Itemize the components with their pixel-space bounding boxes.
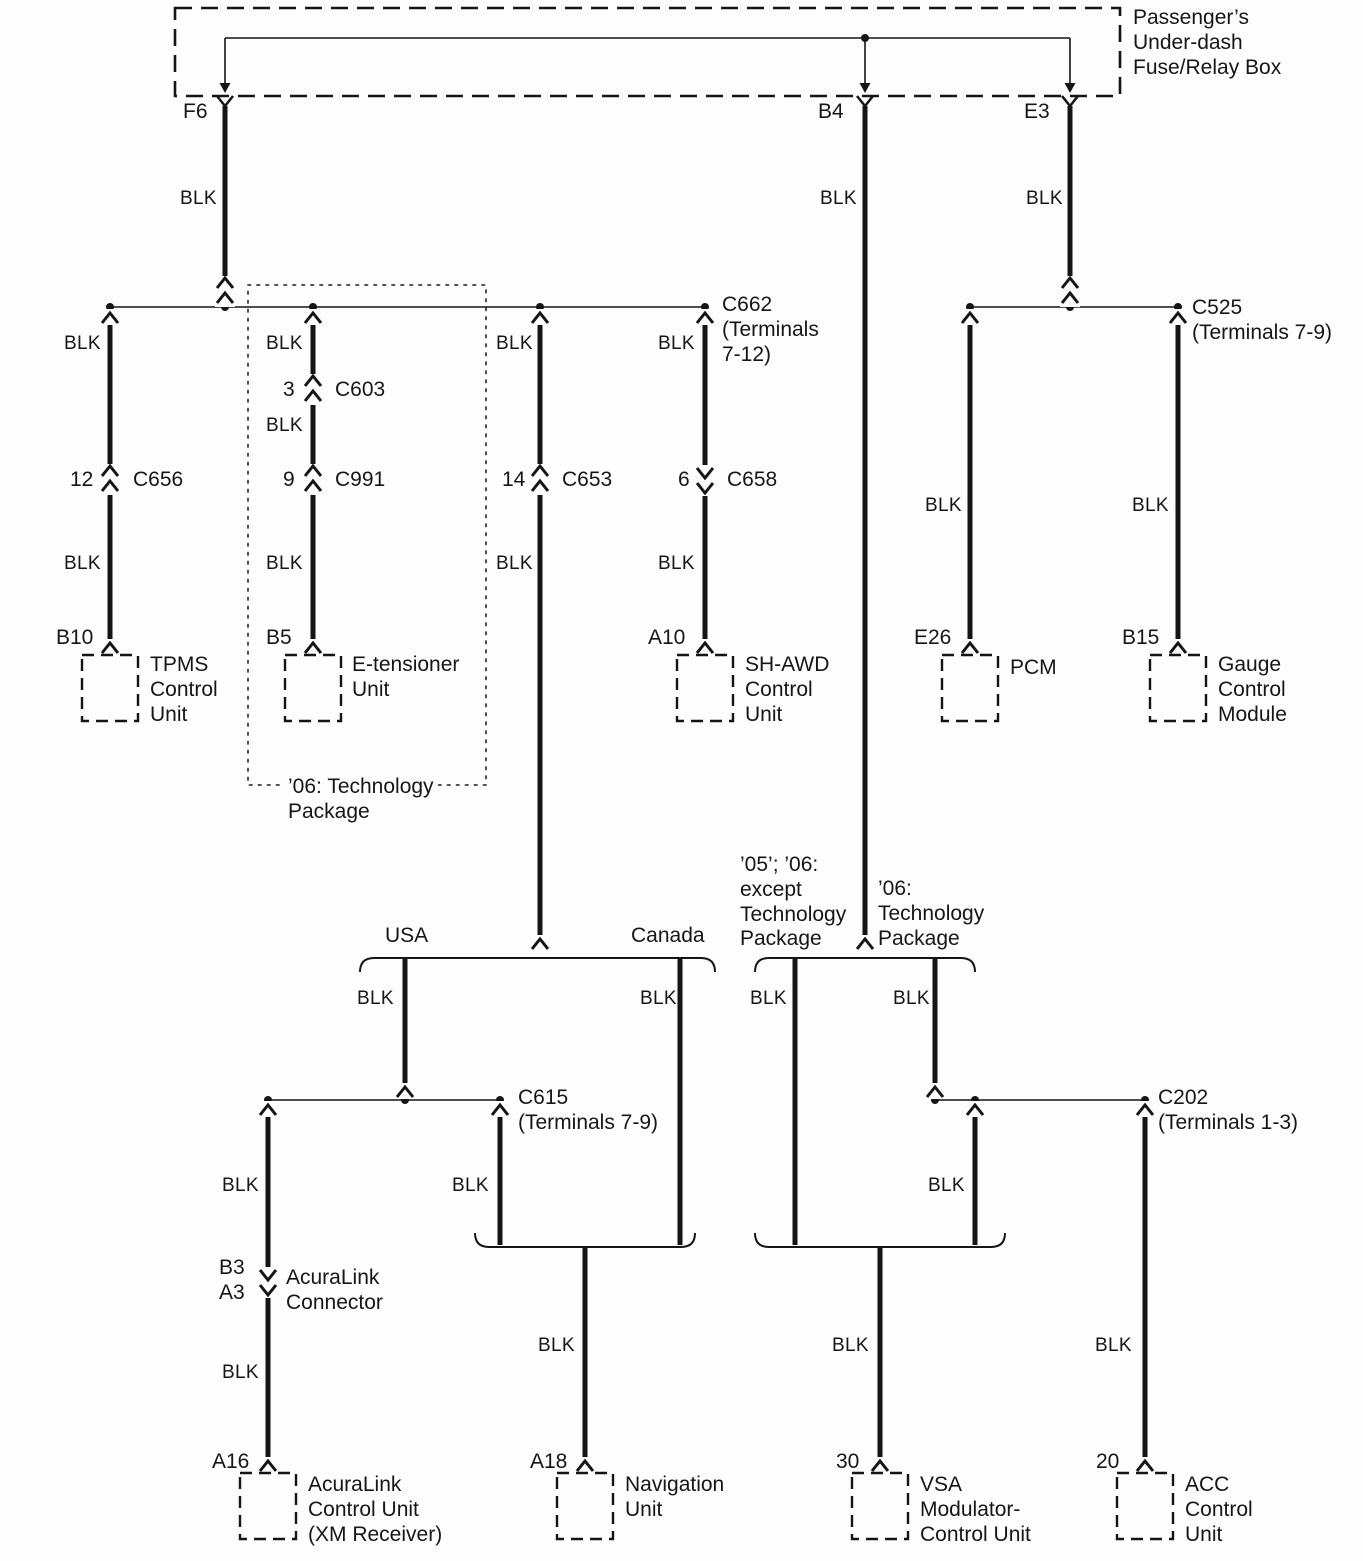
pin-acc: 20	[1096, 1450, 1120, 1473]
wire-color-label: BLK	[1095, 1335, 1132, 1356]
variant-canada: Canada	[631, 924, 705, 947]
box-acuralink-cu	[238, 1471, 298, 1541]
fuse-box-label: Passenger’s Under-dash Fuse/Relay Box	[1133, 6, 1282, 79]
fuse-relay-box-group	[173, 6, 1122, 108]
wire-color-label: BLK	[893, 988, 930, 1009]
pin-gauge: B15	[1122, 626, 1160, 649]
connector-pin-c656: 12	[70, 468, 94, 491]
box-shawd	[675, 653, 735, 723]
wire-color-label: BLK	[180, 188, 217, 209]
box-gauge	[1148, 653, 1208, 723]
box-acc	[1115, 1471, 1175, 1541]
wire-color-label: BLK	[64, 333, 101, 354]
connector-name-c991: C991	[335, 468, 386, 491]
component-boxes	[80, 653, 1208, 1541]
component-acc: ACC Control Unit	[1185, 1473, 1253, 1546]
pin-shawd: A10	[648, 626, 686, 649]
connector-pin-c653: 14	[502, 468, 526, 491]
wire-color-label: BLK	[538, 1335, 575, 1356]
pin-tpms: B10	[56, 626, 94, 649]
pin-b4: B4	[818, 100, 844, 123]
split-variants	[754, 957, 976, 973]
tech-package-boundary	[247, 284, 487, 786]
wire-color-label: BLK	[658, 553, 695, 574]
variant-tech: ’06: Technology Package	[878, 877, 985, 950]
pin-f6: F6	[183, 100, 208, 123]
component-etensioner: E-tensioner Unit	[352, 653, 460, 701]
wire-color-label: BLK	[452, 1175, 489, 1196]
split-usa-canada	[359, 957, 716, 973]
wire-color-label: BLK	[832, 1335, 869, 1356]
wire-color-label: BLK	[640, 988, 677, 1009]
connector-name-c653: C653	[562, 468, 613, 491]
connector-label-c525: C525 (Terminals 7-9)	[1192, 296, 1333, 344]
wire-color-label: BLK	[750, 988, 787, 1009]
wire-color-label: BLK	[1132, 495, 1169, 516]
variant-usa: USA	[385, 924, 429, 947]
wire-color-label: BLK	[658, 333, 695, 354]
wire-color-label: BLK	[1026, 188, 1063, 209]
pin-e3: E3	[1024, 100, 1050, 123]
pin-vsa: 30	[836, 1450, 860, 1473]
wire-color-label: BLK	[925, 495, 962, 516]
connector-name-c656: C656	[133, 468, 184, 491]
wire-color-label: BLK	[357, 988, 394, 1009]
connector-pins-acuralink: B3 A3	[219, 1256, 245, 1304]
fuse-box-drop-lines	[224, 38, 1071, 84]
box-pcm	[940, 653, 1000, 723]
box-vsa	[850, 1471, 910, 1541]
pin-acuralink-cu: A16	[212, 1450, 250, 1473]
connector-symbols	[98, 274, 1189, 1475]
wire-color-label: BLK	[222, 1362, 259, 1383]
wire-color-label: BLK	[820, 188, 857, 209]
wire-color-label: BLK	[266, 415, 303, 436]
component-vsa: VSA Modulator- Control Unit	[920, 1473, 1031, 1546]
connector-label-acuralink: AcuraLink Connector	[286, 1266, 383, 1314]
connector-label-c202: C202 (Terminals 1-3)	[1158, 1086, 1299, 1134]
connector-label-c615: C615 (Terminals 7-9)	[518, 1086, 659, 1134]
pin-pcm: E26	[914, 626, 952, 649]
box-tpms	[80, 653, 140, 723]
component-acuralink-cu: AcuraLink Control Unit (XM Receiver)	[308, 1473, 443, 1546]
component-navigation: Navigation Unit	[625, 1473, 725, 1521]
wire-color-label: BLK	[266, 553, 303, 574]
connector-pin-c991: 9	[283, 468, 295, 491]
component-tpms: TPMS Control Unit	[150, 653, 218, 726]
variant-except-tech: ’05’; ’06: except Technology Package	[740, 853, 847, 951]
pin-etensioner: B5	[266, 626, 292, 649]
connector-name-c603: C603	[335, 378, 386, 401]
wire-color-label: BLK	[266, 333, 303, 354]
merge-vsa	[754, 1232, 1006, 1248]
box-navigation	[555, 1471, 615, 1541]
component-shawd: SH-AWD Control Unit	[745, 653, 830, 726]
connector-pin-c603: 3	[283, 378, 295, 401]
variant-tech-package-box-label: ’06: Technology Package	[284, 775, 438, 825]
pin-navigation: A18	[530, 1450, 568, 1473]
component-gauge: Gauge Control Module	[1218, 653, 1287, 726]
wire-color-label: BLK	[222, 1175, 259, 1196]
merge-navigation	[474, 1232, 696, 1248]
wire-color-label: BLK	[928, 1175, 965, 1196]
wire-color-label: BLK	[496, 553, 533, 574]
box-etensioner	[283, 653, 343, 723]
wire-color-label: BLK	[64, 553, 101, 574]
split-brackets	[359, 957, 1006, 1248]
component-pcm: PCM	[1010, 656, 1057, 679]
connector-label-c662: C662 (Terminals 7-12)	[722, 293, 819, 366]
wire-color-label: BLK	[496, 333, 533, 354]
fuse-relay-box-outline	[173, 6, 1122, 98]
connector-name-c658: C658	[727, 468, 778, 491]
connector-pin-c658: 6	[678, 468, 690, 491]
